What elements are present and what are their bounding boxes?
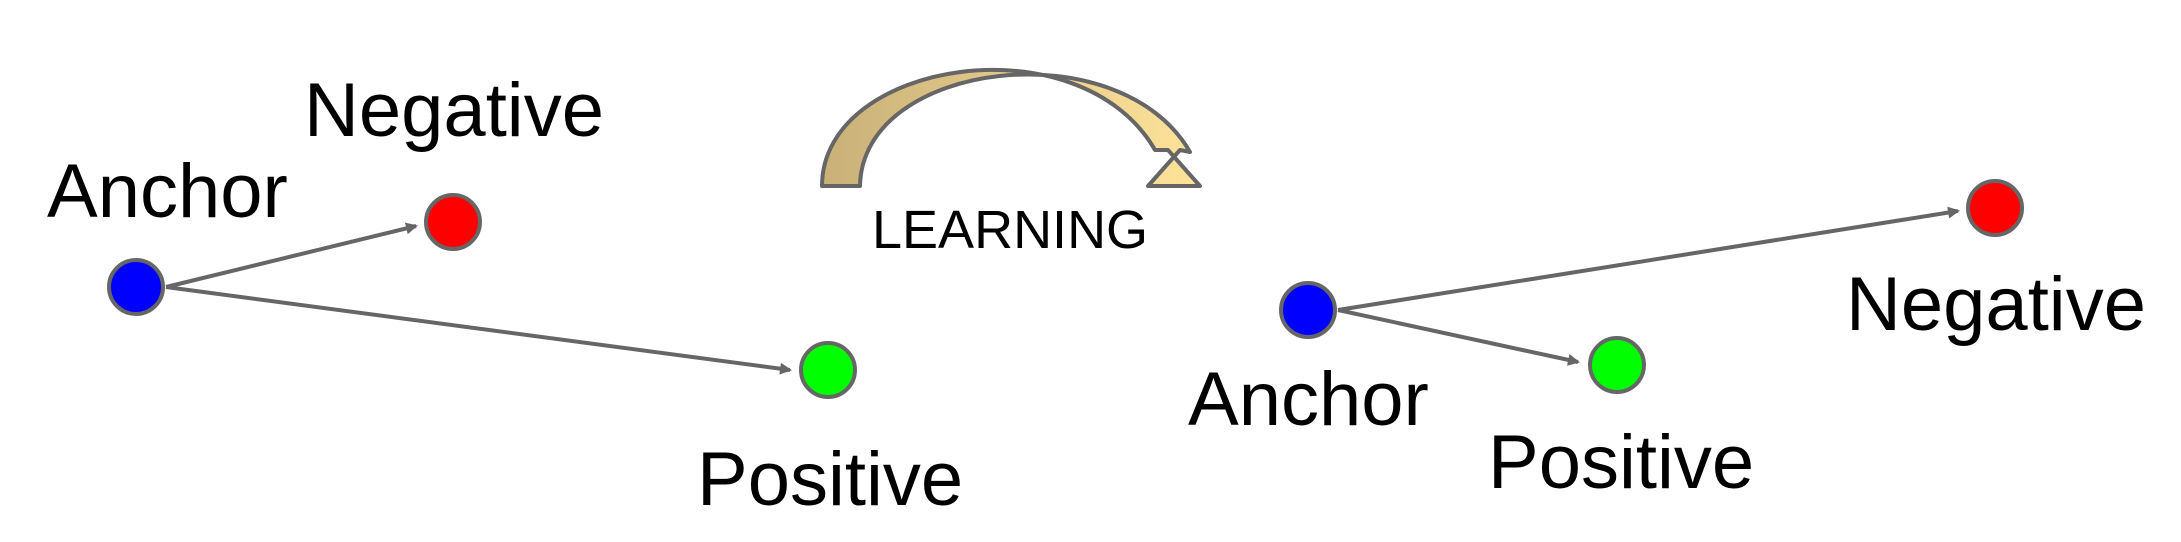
before-edge-anchor-to-positive — [165, 285, 792, 375]
after-edge-anchor-to-negative — [1337, 206, 1960, 312]
after-negative-node — [1966, 179, 2024, 237]
learning-label: LEARNING — [872, 200, 1148, 260]
before-positive-label: Positive — [697, 437, 963, 522]
after-positive-node — [1588, 336, 1646, 394]
after-anchor-node — [1279, 281, 1337, 339]
after-edge-anchor-to-positive — [1337, 308, 1580, 366]
after-negative-label: Negative — [1846, 262, 2146, 347]
before-positive-node — [799, 341, 857, 399]
after-anchor-label: Anchor — [1188, 357, 1429, 442]
after-group: Anchor Negative Positive — [1188, 179, 2146, 505]
before-anchor-node — [107, 258, 165, 316]
before-anchor-label: Anchor — [47, 149, 288, 234]
before-negative-label: Negative — [304, 68, 604, 153]
after-positive-label: Positive — [1488, 420, 1754, 505]
learning-transition: LEARNING — [820, 67, 1202, 260]
before-edge-anchor-to-negative — [165, 222, 418, 289]
before-group: Anchor Negative Positive — [47, 68, 963, 522]
before-negative-node — [424, 193, 482, 251]
curved-arrow-icon — [820, 67, 1202, 188]
